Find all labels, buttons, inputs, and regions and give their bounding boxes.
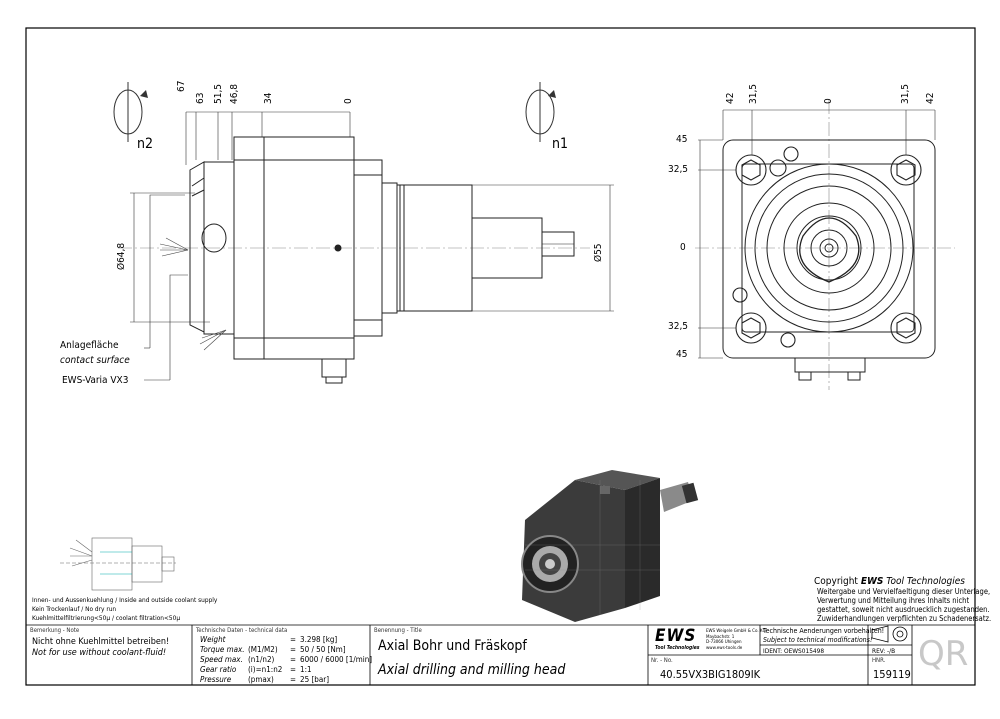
- coolant-note-3: Kuehlmittelfiltrierung<50µ / coolant fil…: [32, 614, 181, 622]
- dim-left-32-5-top: 32,5: [668, 164, 689, 175]
- revision: REV: -/B: [872, 647, 896, 655]
- hnr-label: HNR.: [872, 657, 886, 664]
- dim-top-42-right: 42: [925, 92, 936, 104]
- number-label: Nr. - No.: [651, 657, 673, 664]
- dim-34: 34: [263, 92, 274, 104]
- modification-en: Subject to technical modifications!: [763, 636, 873, 644]
- tech-row: Weight = 3.298 [kg]: [200, 635, 338, 644]
- copyright-line-2: Verwertung und Mitteilung ihres Inhalts …: [817, 596, 970, 605]
- copyright-line-1: Weitergabe und Vervielfaeltigung dieser …: [817, 587, 991, 596]
- iso-render: [521, 470, 699, 622]
- hnr-number: 159119: [873, 668, 911, 681]
- front-view: [695, 100, 955, 390]
- dim-67: 67: [176, 80, 187, 92]
- ews-logo: EWS Tool Technologies: [655, 626, 700, 652]
- copyright-heading: Copyright EWS Tool Technologies: [814, 576, 965, 587]
- drawing-border: [25, 27, 976, 686]
- dim-51-5: 51,5: [213, 83, 224, 104]
- callout-contact-en: contact surface: [60, 355, 130, 366]
- qr-placeholder: QR: [918, 634, 969, 674]
- coolant-note-2: Kein Trockenlauf / No dry run: [32, 605, 117, 613]
- coolant-schematic: [60, 537, 176, 591]
- tech-row: Speed max. (n1/n2) = 6000 / 6000 [1/min]: [200, 655, 373, 664]
- side-view: [113, 82, 614, 384]
- dim-top-31-5-left: 31,5: [748, 83, 759, 104]
- dim-diameter-64-8: Ø64,8: [116, 242, 127, 270]
- rotation-label-n2: n2: [137, 136, 153, 152]
- copyright-line-4: Zuwiderhandlungen verpflichten zu Schade…: [817, 614, 992, 623]
- rotation-label-n1: n1: [552, 136, 568, 152]
- copyright-line-3: gestattet, soweit nicht ausdruecklich zu…: [817, 605, 990, 614]
- projection-symbol: [871, 625, 908, 643]
- note-de: Nicht ohne Kuehlmittel betreiben!: [32, 637, 170, 647]
- callout-contact-de: Anlagefläche: [60, 340, 119, 351]
- tech-header: Technische Daten - technical data: [196, 627, 288, 634]
- note-en: Not for use without coolant-fluid!: [32, 648, 167, 658]
- part-number: 40.55VX3BIG1809IK: [660, 668, 761, 681]
- company-address: EWS Weigele GmbH & Co. KG Maybachstr. 1 …: [706, 629, 766, 651]
- coolant-note-1: Innen- und Aussenkuehlung / Inside and o…: [32, 596, 218, 604]
- dim-left-32-5-bottom: 32,5: [668, 321, 689, 332]
- tech-data-table: Weight = 3.298 [kg] Torque max. (M1/M2) …: [200, 635, 372, 685]
- title-header: Benennung - Title: [374, 627, 422, 634]
- title-block-grid: [26, 624, 975, 685]
- dim-top-42-left: 42: [725, 92, 736, 104]
- note-header: Bemerkung - Note: [30, 627, 80, 634]
- dim-top-31-5-right: 31,5: [900, 83, 911, 104]
- tech-row: Torque max. (M1/M2) = 50 / 50 [Nm]: [200, 645, 346, 654]
- dim-63: 63: [195, 92, 206, 104]
- dim-left-45-top: 45: [676, 134, 688, 145]
- dim-top-0: 0: [823, 98, 834, 104]
- dim-left-0: 0: [680, 242, 686, 253]
- tech-row: Gear ratio (i)=n1:n2 = 1:1: [200, 665, 312, 674]
- callout-product: EWS-Varia VX3: [62, 375, 129, 386]
- title-en: Axial drilling and milling head: [378, 662, 566, 678]
- dim-0-left: 0: [343, 98, 354, 104]
- dim-left-45-bottom: 45: [676, 349, 688, 360]
- tech-row: Pressure (pmax) = 25 [bar]: [200, 675, 329, 684]
- modification-de: Technische Aenderungen vorbehalten!: [763, 627, 885, 635]
- title-de: Axial Bohr und Fräskopf: [378, 638, 527, 654]
- dim-46-8: 46,8: [229, 83, 240, 104]
- ident-number: IDENT: OEWS015498: [763, 647, 825, 655]
- dim-diameter-55: Ø55: [593, 243, 604, 262]
